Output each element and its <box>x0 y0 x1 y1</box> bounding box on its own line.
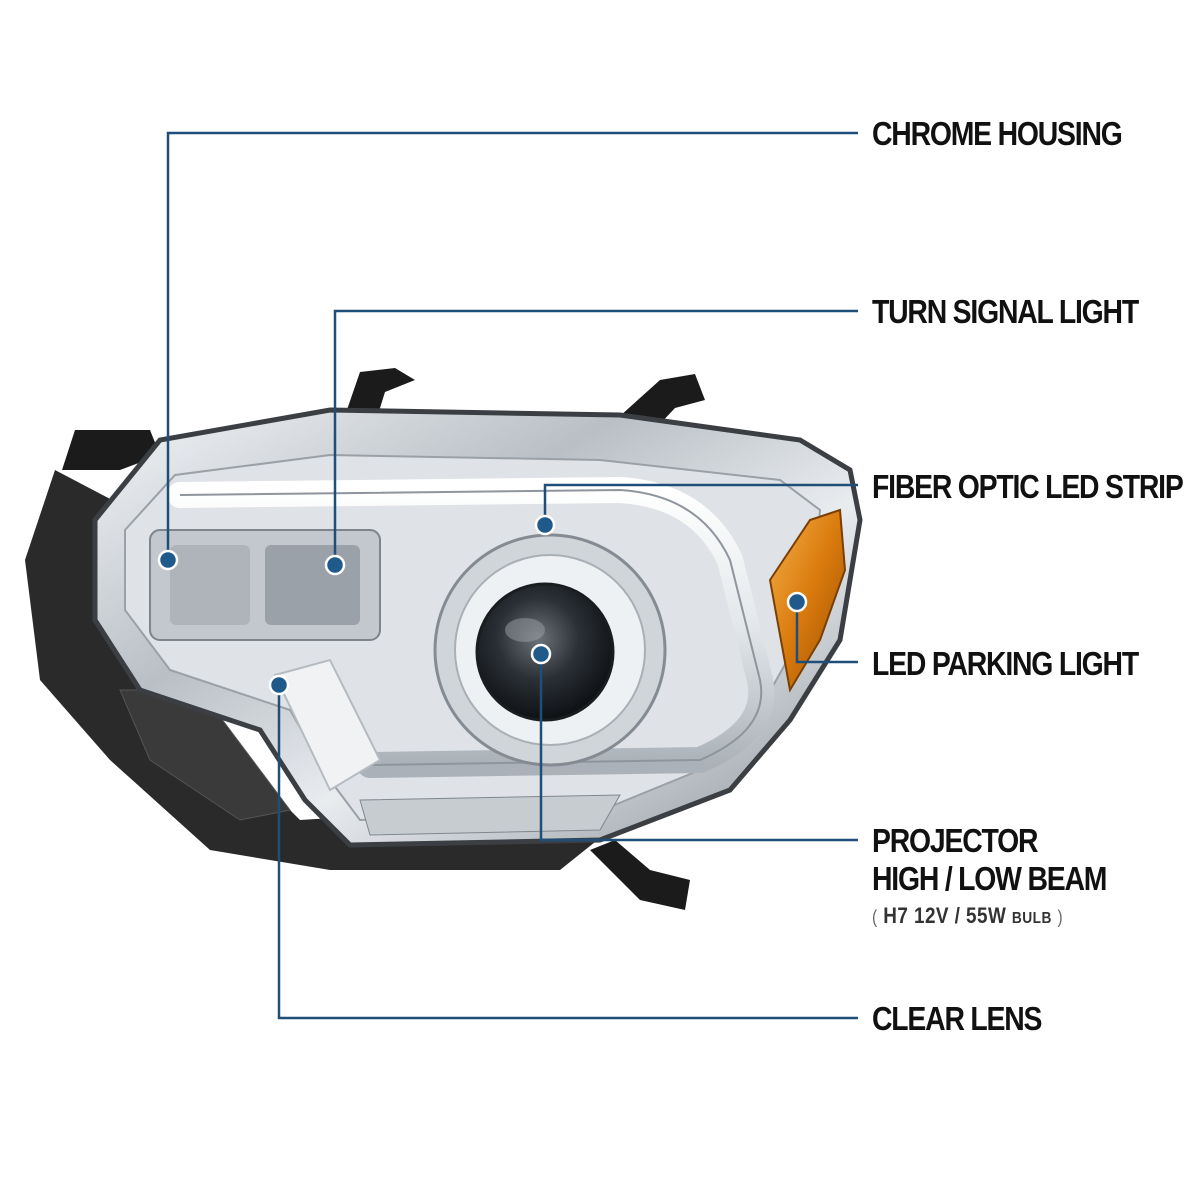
label-high-low-beam: HIGH / LOW BEAM <box>872 860 1107 897</box>
dot-clear-lens <box>268 674 290 696</box>
leader-parking-light <box>795 602 858 664</box>
callout-dots <box>157 514 808 696</box>
headlight-illustration <box>25 368 863 910</box>
dot-parking-light <box>786 591 808 613</box>
label-clear-lens: CLEAR LENS <box>872 1000 1042 1037</box>
mounting-tab-bottom <box>590 840 690 910</box>
leader-chrome-housing <box>166 131 858 560</box>
leader-fiber-optic <box>543 483 858 525</box>
bulb-close-paren: ) <box>1057 907 1064 927</box>
bulb-spec-text: H7 12V / 55W <box>883 903 1007 928</box>
label-fiber-optic-led-strip: FIBER OPTIC LED STRIP <box>872 468 1184 505</box>
clear-lens-prism <box>273 658 382 792</box>
label-led-parking-light: LED PARKING LIGHT <box>872 645 1139 682</box>
leader-clear-lens <box>277 685 858 1020</box>
bottom-trim <box>359 794 621 836</box>
bulb-word: BULB <box>1011 910 1052 927</box>
label-bulb-spec: ( H7 12V / 55W BULB ) <box>872 905 1063 927</box>
dot-fiber-optic <box>534 514 556 536</box>
leader-turn-signal <box>333 309 858 565</box>
dot-chrome-housing <box>157 549 179 571</box>
leader-lines <box>166 131 858 1020</box>
parking-light-amber <box>768 508 847 693</box>
dot-turn-signal <box>324 554 346 576</box>
bulb-open-paren: ( <box>872 907 878 927</box>
label-turn-signal-light: TURN SIGNAL LIGHT <box>872 293 1139 330</box>
dot-projector <box>530 643 552 665</box>
label-chrome-housing: CHROME HOUSING <box>872 115 1123 152</box>
leader-projector <box>539 654 858 842</box>
label-projector: PROJECTOR <box>872 822 1038 859</box>
mounting-tab-left <box>62 430 160 470</box>
